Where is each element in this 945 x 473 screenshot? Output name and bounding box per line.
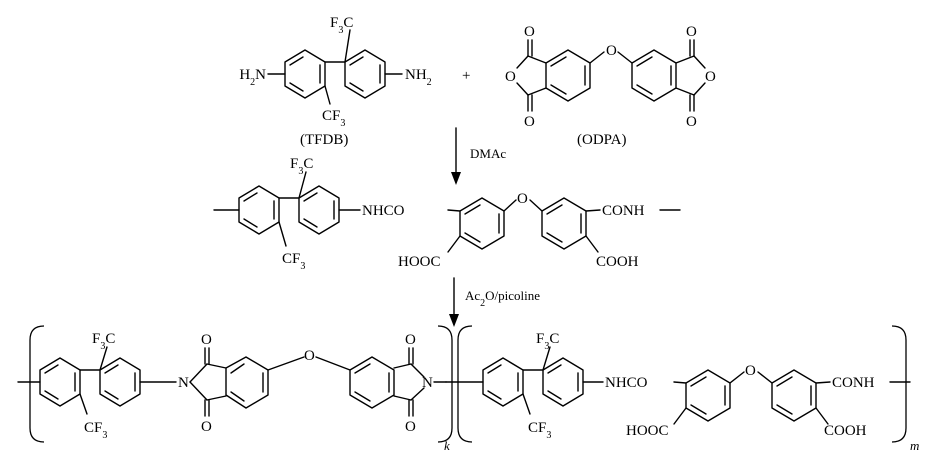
- intermediate-amide-left: NHCO: [362, 203, 405, 219]
- reaction-arrow-2: [449, 277, 459, 327]
- tfdb-amine-left: H2N: [239, 67, 266, 88]
- odpa-o-bottom-left: O: [524, 114, 535, 130]
- odpa-o-bottom-right: O: [686, 114, 697, 130]
- odpa-structure: [516, 39, 706, 112]
- imide-n-right: N: [422, 375, 433, 391]
- imide-o-bridge: O: [304, 348, 315, 364]
- reagent-ac2o-picoline: Ac2O/picoline: [465, 288, 540, 309]
- amic-acid-left: HOOC: [626, 423, 669, 439]
- odpa-o-bridge: O: [606, 43, 617, 59]
- amic-cf3-bottom: CF3: [528, 420, 551, 441]
- reagent-dmac: DMAc: [470, 146, 506, 161]
- intermediate-acid-right: COOH: [596, 254, 639, 270]
- product-imide-structure: [17, 325, 453, 443]
- amic-amide-right: CONH: [832, 375, 875, 391]
- intermediate-acid-left: HOOC: [398, 254, 441, 270]
- imide-n-left: N: [178, 375, 189, 391]
- intermediate-amide-right: CONH: [602, 203, 645, 219]
- plus-sign: +: [462, 68, 470, 84]
- imide-o-top-left: O: [201, 332, 212, 348]
- intermediate-structure: [213, 171, 681, 253]
- tfdb-structure: [267, 29, 403, 105]
- odpa-o-ring-right: O: [705, 69, 716, 85]
- odpa-o-top-left: O: [524, 24, 535, 40]
- tfdb-cf3-top: F3C: [330, 15, 353, 36]
- imide-o-bottom-right: O: [405, 419, 416, 435]
- amic-amide-left: NHCO: [605, 375, 648, 391]
- odpa-o-ring-left: O: [505, 69, 516, 85]
- amic-o-bridge: O: [745, 363, 756, 379]
- tfdb-amine-right: NH2: [405, 67, 432, 88]
- reaction-arrow-1: [451, 127, 461, 185]
- repeat-index-m: m: [910, 438, 919, 453]
- intermediate-o-bridge: O: [517, 191, 528, 207]
- tfdb-caption: (TFDB): [300, 132, 348, 148]
- intermediate-cf3-bottom: CF3: [282, 251, 305, 272]
- product-amic-acid-structure: [445, 325, 911, 443]
- imide-o-top-right: O: [405, 332, 416, 348]
- tfdb-cf3-bottom: CF3: [322, 108, 345, 129]
- imide-cf3-bottom: CF3: [84, 420, 107, 441]
- amic-cf3-top: F3C: [536, 331, 559, 352]
- imide-cf3-top: F3C: [92, 331, 115, 352]
- repeat-index-k: k: [444, 438, 450, 453]
- odpa-o-top-right: O: [686, 24, 697, 40]
- odpa-caption: (ODPA): [577, 132, 626, 148]
- amic-acid-right: COOH: [824, 423, 867, 439]
- intermediate-cf3-top: F3C: [290, 156, 313, 177]
- imide-o-bottom-left: O: [201, 419, 212, 435]
